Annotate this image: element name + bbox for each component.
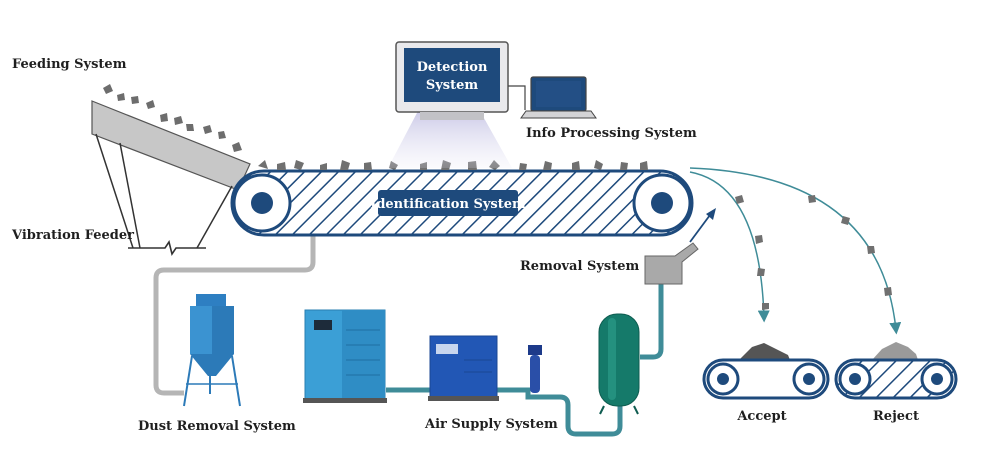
dust-collector (183, 294, 241, 407)
label-removal-system: Removal System (520, 259, 639, 274)
label-detection-line2: System (426, 78, 479, 93)
detection-monitor (395, 41, 509, 120)
reject-trajectory (689, 167, 902, 335)
air-blast-arrow (689, 214, 711, 243)
air-pipe (386, 284, 664, 437)
falling-rocks (735, 195, 892, 310)
accept-trajectory (689, 171, 770, 323)
label-detection-line1: Detection (417, 60, 488, 75)
label-air-supply: Air Supply System (424, 417, 558, 432)
feeding-rocks (103, 84, 242, 152)
accept-conveyor (702, 343, 830, 400)
label-accept: Accept (736, 409, 786, 424)
label-info-processing: Info Processing System (526, 126, 697, 141)
air-filter (528, 345, 542, 393)
air-dryer (428, 335, 499, 401)
label-feeding-system: Feeding System (12, 57, 127, 72)
air-tank (598, 313, 640, 415)
reject-conveyor (834, 342, 958, 400)
info-laptop (508, 76, 597, 119)
label-dust-removal: Dust Removal System (138, 419, 296, 434)
label-vibration-feeder: Vibration Feeder (11, 228, 134, 243)
removal-nozzle (644, 242, 699, 285)
air-compressor (303, 309, 387, 403)
label-identification: Identification System (370, 197, 526, 212)
detection-beam (388, 111, 512, 168)
label-reject: Reject (873, 409, 919, 424)
identification-box (378, 190, 518, 216)
dust-duct (153, 236, 316, 396)
